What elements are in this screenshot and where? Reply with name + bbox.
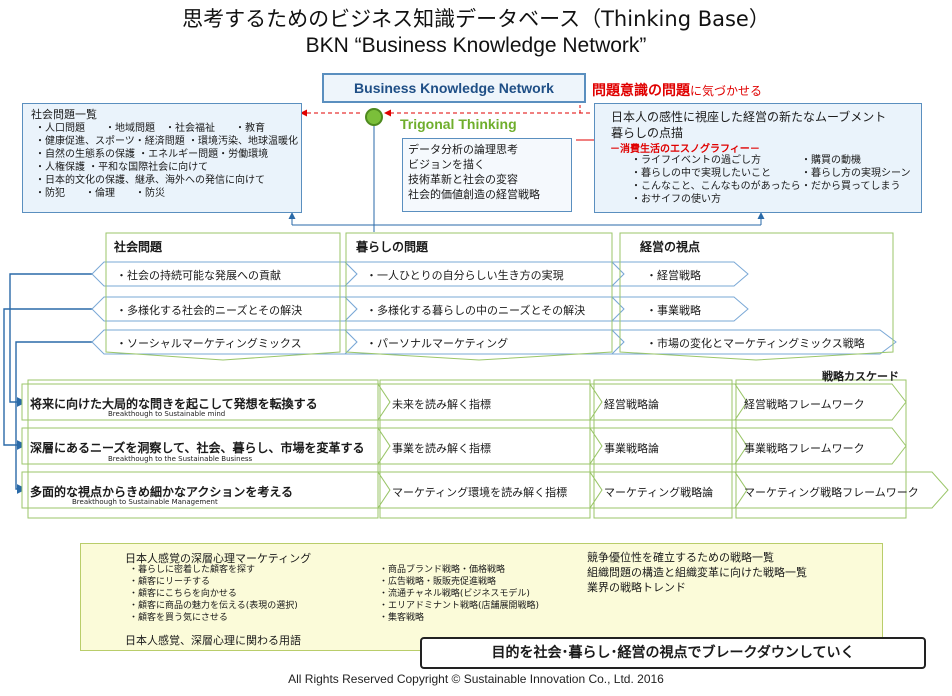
life-row: ・パーソナルマーケティング (366, 337, 509, 350)
social-panel-title: 社会問題一覧 (31, 108, 97, 121)
title-line-2: BKN “Business Knowledge Network” (305, 34, 647, 57)
social-panel-list: ・人口問題 ・地域問題 ・社会福祉 ・教育 ・健康促進、スポーツ・経済問題 ・環… (31, 122, 298, 200)
deep-psychology-item: ・顧客を買う気にさせる (129, 613, 228, 623)
analysis-box: データ分析の論理思考 ビジョンを描く 技術革新と社会の変容 社会的価値創造の経営… (402, 138, 572, 212)
management-row: ・事業戦略 (646, 304, 701, 317)
social-row: ・社会の持続可能な発展への貢献 (116, 269, 281, 282)
marketing-strategy-item: ・集客戦略 (379, 613, 425, 623)
copyright-text: All Rights Reserved Copyright © Sustaina… (288, 672, 664, 686)
deep-psychology-item: ・暮らしに密着した顧客を探す (129, 565, 256, 575)
management-row: ・経営戦略 (646, 269, 701, 282)
column-head-management: 経営の視点 (640, 240, 701, 254)
social-panel-line: ・防犯 ・倫理 ・防災 (35, 188, 165, 199)
management-row: ・市場の変化とマーケティングミックス戦略 (646, 337, 865, 350)
analysis-line: ビジョンを描く (408, 158, 485, 171)
bkn-box: Business Knowledge Network (322, 73, 586, 103)
life-right-item: ・購買の動機 (801, 155, 861, 166)
problem-awareness-note: 問題意識の問題に気づかせる (592, 80, 762, 100)
strategy-theory: 事業戦略論 (604, 442, 659, 455)
strategy-indicator: マーケティング環境を読み解く指標 (392, 486, 568, 499)
analysis-line: 技術革新と社会の変容 (408, 173, 518, 186)
life-panel-line2: 暮らしの点描 (611, 126, 684, 140)
life-panel: 日本人の感性に視座した経営の新たなムーブメント 暮らしの点描 ・ライフイベントの… (594, 103, 922, 213)
strategy-theory: マーケティング戦略論 (604, 486, 714, 499)
social-problems-panel: 社会問題一覧 ・人口問題 ・地域問題 ・社会福祉 ・教育 ・健康促進、スポーツ・… (22, 103, 302, 213)
deep-psychology-list: ・暮らしに密着した顧客を探す ・顧客にリーチする ・顧客にこちらを向かせる ・顧… (129, 564, 298, 624)
column-head-social: 社会問題 (114, 240, 163, 254)
social-panel-line: ・自然の生態系の保護 ・エネルギー問題・労働環境 (35, 149, 269, 160)
marketing-strategy-item: ・商品ブランド戦略・価格戦略 (379, 565, 506, 575)
life-right-list: ・購買の動機 ・暮らし方の実現シーン ・だから買ってしまう (801, 154, 911, 193)
column-head-life: 暮らしの問題 (356, 240, 429, 254)
marketing-strategy-item: ・広告戦略・販販売促進戦略 (379, 577, 497, 587)
strategy-sub: Breakthough to the Sustainable Business (108, 455, 253, 463)
strategy-list-item: 組織問題の構造と組織変革に向けた戦略一覧 (587, 566, 807, 579)
strategy-framework: 経営戦略フレームワーク (744, 398, 865, 411)
life-left-item: ・暮らしの中で実現したいこと (631, 168, 771, 179)
social-panel-line: ・日本的文化の保護、継承、海外への発信に向けて (35, 175, 265, 186)
strategy-list-group: 競争優位性を確立するための戦略一覧 組織問題の構造と組織変革に向けた戦略一覧 業… (587, 550, 807, 595)
social-row: ・多様化する社会的ニーズとその解決 (116, 304, 303, 317)
ethnography-text: 消費生活のエスノグラフィー (620, 144, 750, 155)
social-row: ・ソーシャルマーケティングミックス (116, 337, 302, 350)
marketing-strategy-item: ・エリアドミナント戦略(店舗展開戦略) (379, 601, 540, 611)
strategy-head: 将来に向けた大局的な問きを起こして発想を転換する (30, 397, 318, 411)
analysis-line: 社会的価値創造の経営戦略 (408, 188, 540, 201)
deep-psychology-item: ・顧客にこちらを向かせる (129, 589, 237, 599)
problem-awareness-rest: に気づかせる (690, 84, 763, 98)
strategy-list-item: 競争優位性を確立するための戦略一覧 (587, 551, 774, 564)
strategy-framework: マーケティング戦略フレームワーク (744, 486, 919, 499)
social-panel-line: ・健康促進、スポーツ・経済問題 ・環境汚染、地球温暖化 (35, 136, 298, 147)
life-left-list: ・ライフイベントの過ごし方 ・暮らしの中で実現したいこと ・こんなこと、こんなも… (631, 154, 801, 206)
deep-psychology-title: 日本人感覚の深層心理マーケティング (125, 552, 312, 565)
strategy-sub: Breakthough to Sustainable Management (72, 498, 218, 506)
social-panel-line: ・人権保護 ・平和な国際社会に向けて (35, 162, 209, 173)
strategy-cascade-label: 戦略カスケード (822, 370, 899, 383)
strategy-head: 多面的な視点からきめ細かなアクションを考える (30, 485, 294, 499)
life-left-item: ・おサイフの使い方 (631, 194, 721, 205)
bottom-reference-box: 日本人感覚の深層心理マーケティング ・暮らしに密着した顧客を探す ・顧客にリーチ… (80, 543, 883, 651)
deep-psychology-item: ・顧客にリーチする (129, 577, 211, 587)
ethnography-label: －消費生活のエスノグラフィー－ (610, 144, 760, 155)
life-right-item: ・だから買ってしまう (801, 181, 901, 192)
strategy-head: 深層にあるニーズを洞察して、社会、暮らし、市場を変革する (30, 441, 365, 455)
life-right-item: ・暮らし方の実現シーン (801, 168, 911, 179)
problem-awareness-strong: 問題意識の問題 (592, 83, 690, 99)
strategy-indicator: 事業を読み解く指標 (392, 442, 491, 455)
strategy-theory: 経営戦略論 (604, 398, 659, 411)
strategy-indicator: 未来を読み解く指標 (392, 398, 491, 411)
social-panel-line: ・人口問題 ・地域問題 ・社会福祉 ・教育 (35, 123, 265, 134)
life-left-item: ・ライフイベントの過ごし方 (631, 155, 761, 166)
strategy-sub: Breakthough to Sustainable mind (108, 410, 226, 418)
life-row: ・多様化する暮らしの中のニーズとその解決 (366, 304, 586, 317)
analysis-line: データ分析の論理思考 (408, 143, 518, 156)
strategy-framework: 事業戦略フレームワーク (744, 442, 865, 455)
life-left-item: ・こんなこと、こんなものがあったら (631, 181, 801, 192)
trigonal-node-icon (365, 108, 383, 126)
deep-psychology-footer: 日本人感覚、深層心理に関わる用語 (125, 634, 301, 647)
title-line-1: 思考するためのビジネス知識データベース（Thinking Base） (182, 7, 770, 31)
life-row: ・一人ひとりの自分らしい生き方の実現 (366, 269, 564, 282)
deep-psychology-item: ・顧客に商品の魅力を伝える(表現の選択) (129, 601, 298, 611)
marketing-strategy-item: ・流通チャネル戦略(ビジネスモデル) (379, 589, 530, 599)
conclusion-banner: 目的を社会･暮らし･経営の視点でブレークダウンしていく (420, 637, 926, 669)
life-panel-line1: 日本人の感性に視座した経営の新たなムーブメント (611, 110, 887, 124)
marketing-strategy-list: ・商品ブランド戦略・価格戦略 ・広告戦略・販販売促進戦略 ・流通チャネル戦略(ビ… (379, 564, 539, 624)
trigonal-thinking-label: Trigonal Thinking (400, 116, 517, 132)
strategy-list-item: 業界の戦略トレンド (587, 581, 686, 594)
